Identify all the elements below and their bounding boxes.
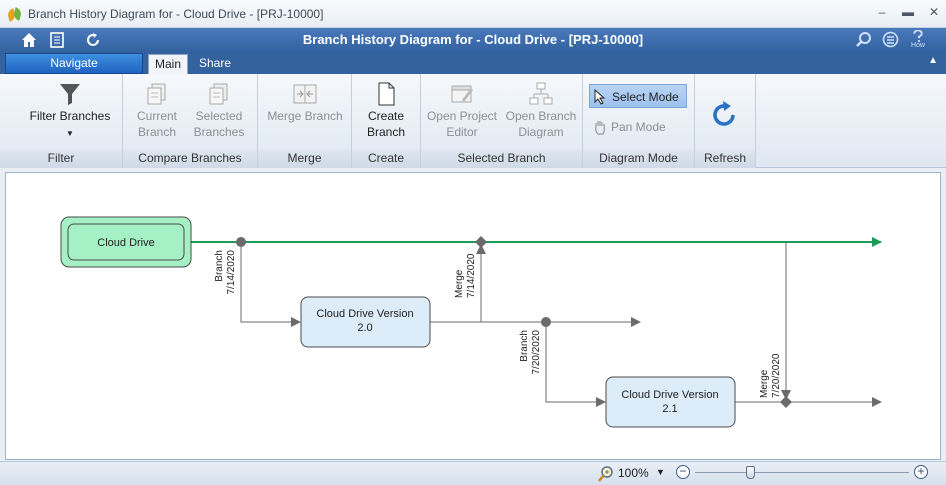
minimize-button[interactable]: –: [878, 5, 886, 19]
event-label-date: 7/20/2020: [531, 330, 542, 375]
open-branch-diagram-button[interactable]: Open Branch Diagram: [503, 82, 579, 140]
close-button[interactable]: ✕: [928, 5, 940, 19]
branch-diagram: Branch 7/14/2020 Merge 7/14/2020 Branch …: [60, 216, 882, 428]
select-mode-button[interactable]: Select Mode: [589, 84, 687, 108]
pan-mode-button[interactable]: Pan Mode: [589, 115, 687, 139]
branch-connector: [545, 322, 606, 407]
group-compare: Current Branch Selected Branches Compare…: [123, 74, 258, 168]
node-label: Cloud Drive: [97, 237, 154, 249]
funnel-icon: [60, 84, 80, 105]
chevron-down-icon[interactable]: ▼: [656, 467, 665, 477]
refresh-icon: [713, 101, 735, 126]
group-filter: Filter Branches ▼ Filter: [0, 74, 123, 168]
event-label-type: Branch: [214, 250, 225, 282]
header-title: Branch History Diagram for - Cloud Drive…: [302, 32, 644, 47]
new-document-icon: [378, 82, 395, 106]
window-titlebar: Branch History Diagram for - Cloud Drive…: [0, 0, 946, 28]
status-bar: 100% ▼ − +: [0, 461, 946, 485]
app-logo-icon: [6, 6, 23, 22]
group-label-merge: Merge: [287, 151, 322, 165]
home-icon[interactable]: [20, 31, 38, 49]
settings-icon[interactable]: [881, 30, 900, 49]
group-label-compare: Compare Branches: [138, 151, 242, 165]
tab-main[interactable]: Main: [148, 54, 189, 74]
zoom-slider-thumb[interactable]: [746, 466, 755, 479]
event-label-date: 7/14/2020: [226, 250, 237, 295]
window-title: Branch History Diagram for - Cloud Drive…: [28, 6, 324, 21]
zoom-out-button[interactable]: −: [676, 465, 690, 479]
group-label-filter: Filter: [47, 151, 75, 165]
how-label: How: [910, 42, 925, 49]
node-label: 2.1: [662, 403, 677, 415]
maximize-button[interactable]: ▬: [902, 5, 914, 19]
chevron-down-icon: ▼: [66, 129, 74, 138]
open-project-editor-button[interactable]: Open Project Editor: [425, 82, 499, 140]
branch-point[interactable]: [541, 317, 551, 327]
node-label: Cloud Drive Version: [316, 308, 413, 320]
ribbon: Filter Branches ▼ Filter Current Branch …: [0, 74, 946, 168]
group-selected-branch: Open Project Editor Open Branch Diagram …: [421, 74, 583, 168]
zoom-icon: [597, 465, 615, 485]
refresh-button[interactable]: [707, 100, 743, 134]
merge-branch-button[interactable]: Merge Branch: [262, 82, 348, 124]
zoom-value[interactable]: 100%: [618, 466, 649, 480]
cursor-arrow-icon: [594, 89, 606, 105]
group-label-refresh: Refresh: [703, 151, 747, 165]
copy-icon: [147, 83, 166, 105]
group-refresh: Refresh: [695, 74, 756, 168]
branch-point[interactable]: [236, 237, 246, 247]
merge-point[interactable]: [780, 396, 792, 408]
search-icon[interactable]: [854, 30, 873, 49]
group-diagram-mode: Select Mode Pan Mode Diagram Mode: [583, 74, 695, 168]
branch-connector: [240, 242, 301, 327]
ribbon-collapse-icon[interactable]: ▲: [928, 55, 938, 66]
branch-diagram-icon: [529, 82, 553, 105]
group-create: Create Branch Create: [352, 74, 421, 168]
event-label-type: Branch: [519, 330, 530, 362]
node-label: Cloud Drive Version: [621, 389, 718, 401]
current-branch-button[interactable]: Current Branch: [131, 82, 183, 140]
filter-branches-button[interactable]: Filter Branches ▼: [26, 82, 114, 142]
hand-icon: [595, 121, 605, 135]
create-branch-button[interactable]: Create Branch: [360, 82, 412, 140]
group-label-selected-branch: Selected Branch: [457, 151, 546, 165]
event-label-date: 7/14/2020: [466, 253, 477, 298]
tab-share[interactable]: Share: [199, 56, 232, 70]
group-label-diagram-mode: Diagram Mode: [599, 151, 678, 165]
event-label-type: Merge: [759, 369, 770, 398]
project-editor-icon: [451, 85, 473, 103]
navigate-button[interactable]: Navigate: [5, 53, 143, 74]
app-header: Branch History Diagram for - Cloud Drive…: [0, 28, 946, 52]
merge-icon: [293, 84, 317, 104]
event-label-date: 7/20/2020: [771, 353, 782, 398]
refresh-icon[interactable]: [84, 31, 102, 49]
main-branch-node[interactable]: Cloud Drive: [60, 216, 192, 268]
node-label: 2.0: [357, 322, 372, 334]
branch-node-2-1[interactable]: Cloud Drive Version 2.1: [605, 376, 736, 428]
group-merge: Merge Branch Merge: [258, 74, 352, 168]
merge-point[interactable]: [475, 236, 487, 248]
branch-node-2-0[interactable]: Cloud Drive Version 2.0: [300, 296, 431, 348]
document-icon[interactable]: [48, 31, 66, 49]
help-icon[interactable]: How: [908, 30, 928, 49]
zoom-in-button[interactable]: +: [914, 465, 928, 479]
tab-row: Navigate Main Share ▲: [0, 52, 946, 74]
zoom-slider-track[interactable]: [695, 472, 909, 473]
group-label-create: Create: [367, 151, 405, 165]
selected-branches-button[interactable]: Selected Branches: [189, 82, 249, 140]
diagram-canvas[interactable]: Branch 7/14/2020 Merge 7/14/2020 Branch …: [5, 172, 941, 460]
copy-icon: [209, 83, 228, 105]
event-label-type: Merge: [454, 269, 465, 298]
